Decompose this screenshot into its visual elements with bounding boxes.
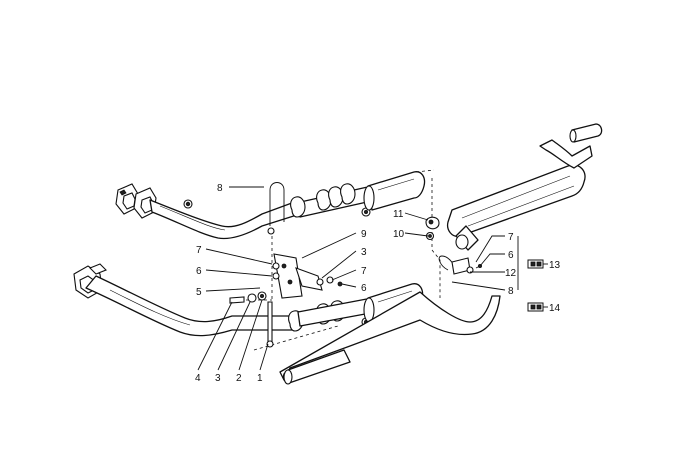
callout-14: 14 — [549, 303, 561, 314]
callout-12: 12 — [505, 268, 517, 279]
callout-5: 5 — [196, 287, 202, 298]
callout-2: 2 — [236, 373, 242, 384]
lower-front-pipe — [73, 263, 501, 385]
callout-4: 4 — [195, 373, 201, 384]
callout-13: 13 — [549, 260, 561, 271]
callout-labels: 8 7 6 5 9 3 7 6 4 3 2 1 11 10 7 6 12 8 — [195, 183, 517, 384]
upper-front-pipe — [115, 171, 426, 240]
callout-10: 10 — [393, 229, 405, 240]
reference-13: 13 — [527, 259, 561, 271]
callout-6-mid: 6 — [361, 283, 367, 294]
callout-8-left: 8 — [217, 183, 223, 194]
callout-9: 9 — [361, 229, 367, 240]
mounting-bracket — [229, 253, 343, 348]
callout-7-mid: 7 — [361, 266, 367, 277]
rear-silencer — [425, 123, 603, 275]
callout-6-left: 6 — [196, 266, 202, 277]
callout-8-right: 8 — [508, 286, 514, 297]
callout-7-left: 7 — [196, 245, 202, 256]
callout-11: 11 — [393, 209, 404, 220]
callout-7-right: 7 — [508, 232, 514, 243]
callout-3-bottom: 3 — [215, 373, 221, 384]
callout-6-right: 6 — [508, 250, 514, 261]
reference-14: 14 — [527, 302, 561, 314]
leader-lines — [197, 186, 519, 371]
callout-3-right: 3 — [361, 247, 367, 258]
callout-1: 1 — [257, 373, 263, 384]
